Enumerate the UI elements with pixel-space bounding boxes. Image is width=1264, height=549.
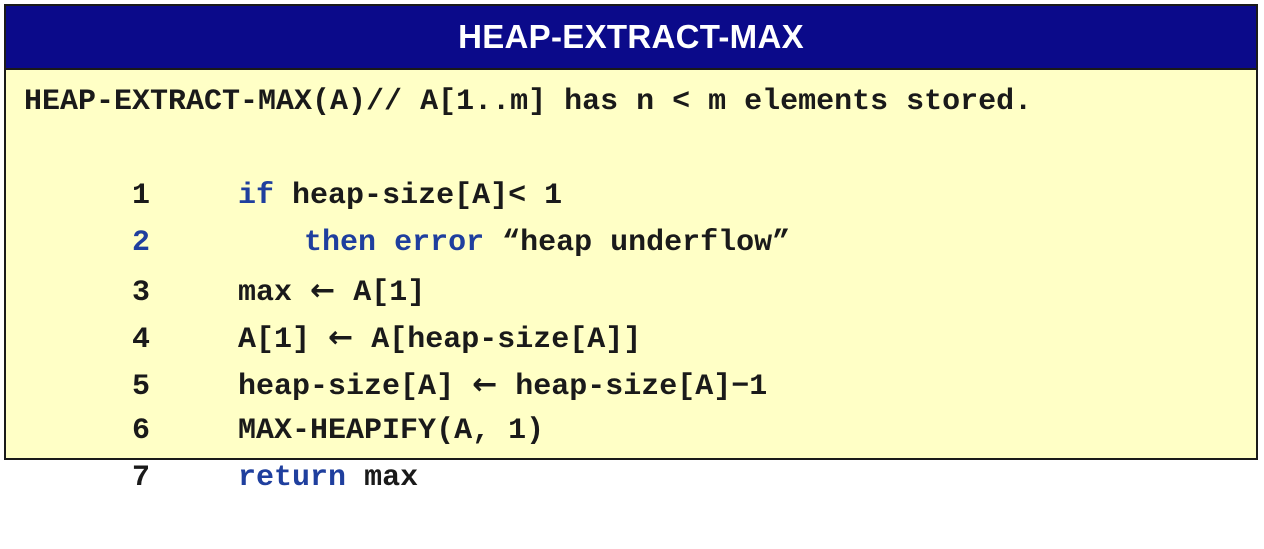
code-line-5: 5 heap-size[A] ← heap-size[A]−1 (24, 314, 1246, 404)
assign-arrow-icon: ← (472, 367, 498, 402)
function-signature: HEAP-EXTRACT-MAX(A)// A[1..m] has n < m … (24, 85, 1033, 119)
code-text-right: heap-size[A]−1 (497, 370, 768, 404)
keyword-if: if (238, 179, 275, 213)
code-text: heap-size[A]< 1 (274, 179, 563, 213)
code-text-right: A[heap-size[A]] (353, 323, 642, 357)
keyword-error: error (394, 226, 485, 260)
code-line-2: 2 then error “heap underflow” (24, 173, 1246, 260)
line-number: 5 (132, 370, 151, 404)
code-line-7: 7 return max (24, 408, 1246, 495)
line-number: 7 (132, 461, 151, 495)
algorithm-box: HEAP-EXTRACT-MAX HEAP-EXTRACT-MAX(A)// A… (4, 4, 1258, 495)
code-line-1: 1 if heap-size[A]< 1 (24, 126, 1246, 213)
code-text-left: A[1] (238, 323, 329, 357)
line-number: 1 (132, 179, 151, 213)
code-line-3: 3 max ← A[1] (24, 220, 1246, 310)
pseudocode-block: HEAP-EXTRACT-MAX(A)// A[1..m] has n < m … (24, 78, 1246, 495)
code-line-6: 6 MAX-HEAPIFY(A, 1) (24, 361, 1246, 448)
code-text: MAX-HEAPIFY(A, 1) (238, 414, 545, 448)
keyword-return: return (238, 461, 347, 495)
code-line-4: 4 A[1] ← A[heap-size[A]] (24, 267, 1246, 357)
assign-arrow-icon: ← (310, 273, 336, 308)
algorithm-title: HEAP-EXTRACT-MAX (6, 6, 1256, 70)
code-text-right: A[1] (335, 276, 426, 310)
code-text: max (346, 461, 419, 495)
code-text-left: max (238, 276, 311, 310)
assign-arrow-icon: ← (328, 320, 354, 355)
code-text-left: heap-size[A] (238, 370, 473, 404)
line-number: 4 (132, 323, 151, 357)
line-number: 6 (132, 414, 151, 448)
line-number: 2 (132, 226, 151, 260)
keyword-then: then (304, 226, 377, 260)
line-number: 3 (132, 276, 151, 310)
code-text: “heap underflow” (484, 226, 791, 260)
